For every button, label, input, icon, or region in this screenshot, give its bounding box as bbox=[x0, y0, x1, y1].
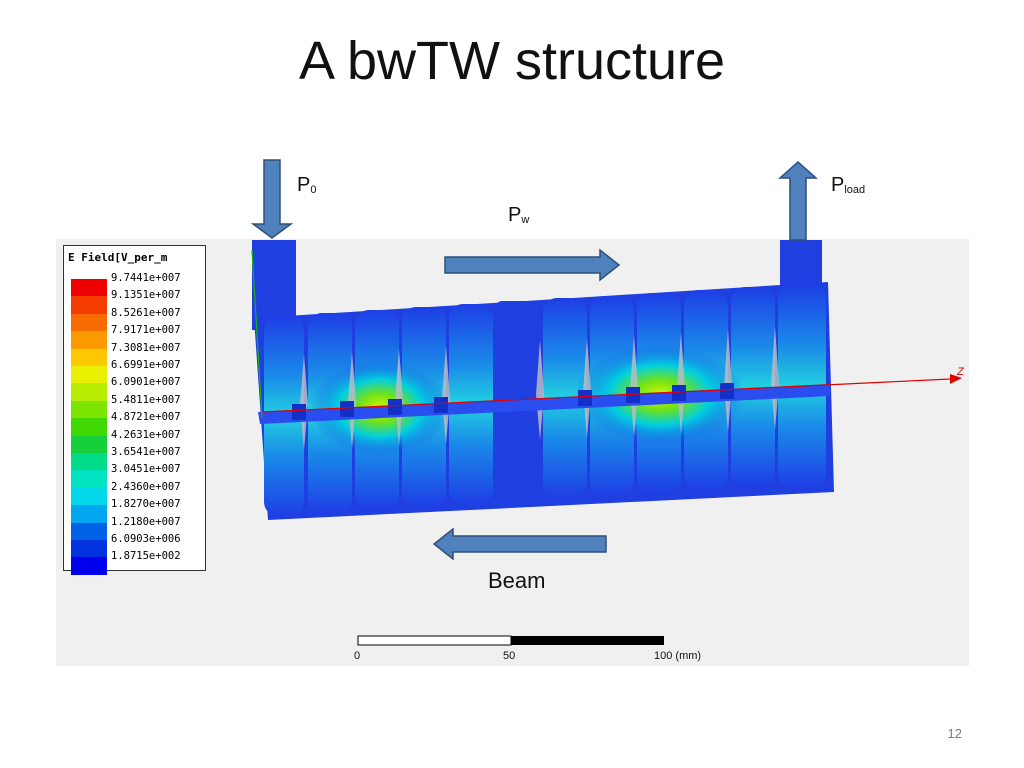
legend-value: 9.1351e+007 bbox=[111, 289, 181, 302]
legend-swatch bbox=[71, 487, 107, 506]
legend-entry: 1.8715e+002 bbox=[69, 550, 203, 576]
legend-swatch bbox=[71, 418, 107, 437]
legend-value: 6.6991e+007 bbox=[111, 359, 181, 371]
scale-tick-0: 0 bbox=[354, 650, 361, 662]
legend-swatch bbox=[71, 522, 107, 541]
legend-swatch bbox=[71, 557, 107, 576]
p0-arrow bbox=[250, 159, 294, 239]
pload-arrow bbox=[778, 160, 818, 241]
legend-value: 8.5261e+007 bbox=[111, 306, 181, 319]
legend-value: 2.4360e+007 bbox=[111, 480, 181, 493]
legend-value: 1.2180e+007 bbox=[111, 515, 181, 528]
field-legend: E Field[V_per_m 9.7441e+007 9.1351e+007 8.… bbox=[63, 245, 206, 576]
legend-entry: 6.6991e+007 bbox=[69, 359, 203, 384]
pw-label: Pw bbox=[508, 204, 530, 226]
page-number: 12 bbox=[947, 726, 962, 741]
cell bbox=[731, 287, 775, 487]
legend-value: 4.8721e+007 bbox=[111, 411, 181, 424]
legend-swatch bbox=[71, 435, 107, 454]
legend-entry: 6.0901e+007 bbox=[69, 376, 203, 402]
legend-entry: 3.0451e+007 bbox=[69, 463, 203, 489]
scale-tick-50: 50 bbox=[503, 650, 516, 662]
input-waveguide bbox=[252, 240, 296, 330]
legend-title: E Field[V_per_m bbox=[68, 251, 168, 264]
legend-value: 6.0903e+006 bbox=[111, 533, 181, 545]
legend-swatch bbox=[71, 470, 107, 489]
legend-swatch bbox=[71, 383, 107, 402]
legend-entry: 1.8270e+007 bbox=[69, 498, 203, 524]
legend-value: 7.9171e+007 bbox=[111, 324, 181, 337]
legend-entry: 4.8721e+007 bbox=[69, 411, 203, 437]
legend-entry: 7.3081e+007 bbox=[69, 342, 203, 367]
legend-value: 1.8715e+002 bbox=[111, 550, 181, 563]
legend-entry: 5.4811e+007 bbox=[69, 394, 203, 419]
legend-swatch bbox=[71, 279, 107, 297]
y-axis-line bbox=[251, 249, 263, 419]
legend-entry: 7.9171e+007 bbox=[69, 324, 203, 350]
legend-value: 9.7441e+007 bbox=[111, 272, 181, 284]
scale-bar bbox=[357, 635, 664, 646]
legend-entry: 2.4360e+007 bbox=[69, 481, 203, 506]
legend-swatch bbox=[71, 505, 107, 524]
legend-value: 4.2631e+007 bbox=[111, 428, 181, 441]
legend-value: 7.3081e+007 bbox=[111, 341, 181, 354]
legend-swatch bbox=[71, 313, 107, 332]
legend-swatch bbox=[71, 400, 107, 419]
legend-entry: 9.1351e+007 bbox=[69, 289, 203, 315]
beam-label: Beam bbox=[488, 568, 546, 593]
beam-arrow bbox=[432, 527, 607, 561]
slide-title: A bwTW structure bbox=[298, 31, 726, 91]
pw-arrow bbox=[444, 248, 621, 282]
legend-swatch bbox=[71, 296, 107, 315]
legend-value: 3.0451e+007 bbox=[111, 463, 181, 476]
legend-value: 1.8270e+007 bbox=[111, 498, 181, 511]
legend-entry: 3.6541e+007 bbox=[69, 446, 203, 471]
legend-entry: 4.2631e+007 bbox=[69, 429, 203, 454]
scale-tick-100: 100 (mm) bbox=[654, 650, 702, 662]
legend-swatch bbox=[71, 348, 107, 367]
legend-entry: 8.5261e+007 bbox=[69, 307, 203, 332]
waveguide-structure bbox=[251, 240, 834, 520]
legend-swatch bbox=[71, 540, 107, 558]
pload-label: Pload bbox=[831, 174, 866, 196]
legend-swatch bbox=[71, 453, 107, 471]
p0-label: P0 bbox=[297, 174, 317, 196]
legend-value: 6.0901e+007 bbox=[111, 376, 181, 389]
z-axis bbox=[261, 374, 962, 413]
legend-swatch bbox=[71, 366, 107, 384]
beam-pipe-rings bbox=[292, 383, 734, 420]
legend-value: 5.4811e+007 bbox=[111, 393, 181, 406]
legend-swatch bbox=[71, 331, 107, 350]
legend-entry: 6.0903e+006 bbox=[69, 533, 203, 558]
iris-gaps bbox=[300, 326, 779, 450]
legend-entry: 1.2180e+007 bbox=[69, 516, 203, 541]
legend-value: 3.6541e+007 bbox=[111, 446, 181, 458]
legend-entry: 9.7441e+007 bbox=[69, 272, 203, 297]
z-axis-label: Z bbox=[957, 366, 964, 378]
